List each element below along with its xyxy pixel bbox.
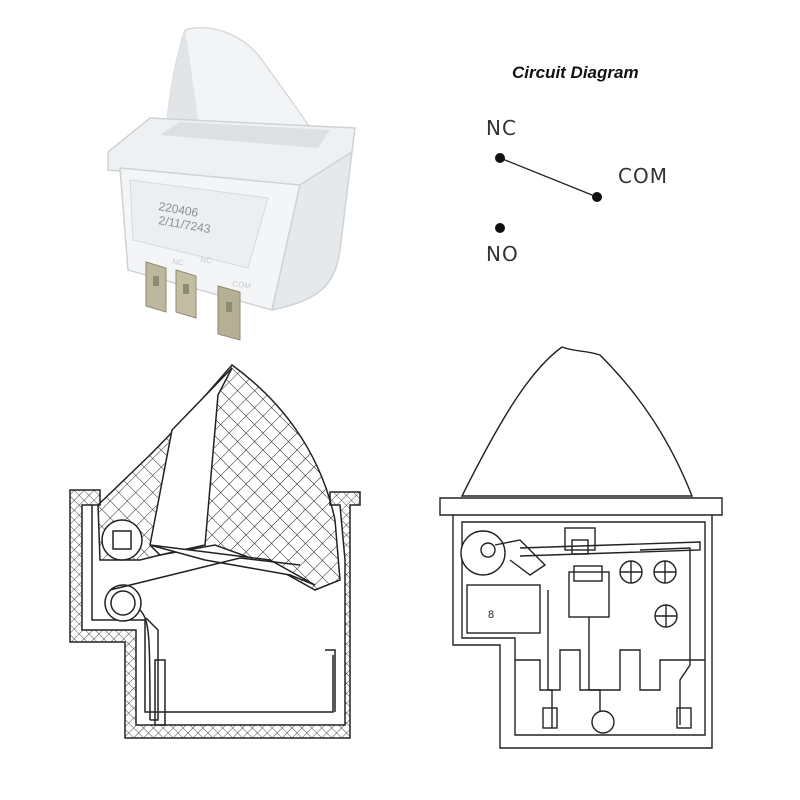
marking-line1: 220406 xyxy=(157,199,199,220)
spring-leg xyxy=(109,557,301,591)
terminal-dot-no xyxy=(495,223,505,233)
label-recess xyxy=(129,179,269,269)
front-right-blade xyxy=(639,547,691,725)
front-center-stem xyxy=(588,617,601,720)
front-contact-bar xyxy=(519,541,701,557)
front-actuator-dome xyxy=(460,346,694,497)
pin-com xyxy=(217,285,241,341)
terminal-label-com: COM xyxy=(618,164,668,188)
front-center-cap xyxy=(573,565,603,582)
front-pin-slot-left xyxy=(542,707,558,729)
front-body-inner xyxy=(461,521,706,736)
pin-slot-right xyxy=(325,649,336,712)
terminal-label-no: NO xyxy=(486,242,519,266)
lever-arm xyxy=(149,544,316,586)
part-number: 8 xyxy=(488,609,494,621)
front-contact-cap xyxy=(571,539,589,555)
switch-contact-arm xyxy=(499,157,598,198)
front-pivot-wheel xyxy=(460,530,506,576)
front-pin-ring xyxy=(591,710,615,734)
front-center-column xyxy=(568,571,610,618)
front-contact-block xyxy=(564,527,596,551)
pin-nc-left xyxy=(145,261,167,313)
housing-side xyxy=(271,150,353,311)
spring-tail xyxy=(139,609,151,721)
terminal-label-nc: NC xyxy=(486,116,517,140)
front-left-stem xyxy=(547,590,553,728)
pin-mark-1: NC xyxy=(172,257,185,268)
inner-wall-line xyxy=(91,505,334,713)
pivot-square xyxy=(112,530,132,550)
front-lever xyxy=(494,539,547,576)
front-socket-row xyxy=(515,649,705,691)
front-body-outline xyxy=(452,515,713,749)
pin-slot-left xyxy=(154,659,166,726)
terminal-dot-com xyxy=(592,192,602,202)
spring-coil-inner xyxy=(110,590,136,616)
pin-mark-3: COM xyxy=(232,279,252,291)
front-pivot-hub xyxy=(480,542,496,558)
contact-blade xyxy=(145,617,159,721)
part-number-panel xyxy=(466,584,541,634)
pin-mark-2: NC xyxy=(200,255,213,266)
front-pin-slot-right xyxy=(676,707,692,729)
circuit-title: Circuit Diagram xyxy=(512,63,639,82)
housing-wall xyxy=(69,489,361,739)
collar-opening xyxy=(160,122,330,148)
actuator-shade xyxy=(165,30,200,140)
terminal-dot-nc xyxy=(495,153,505,163)
terminal-pins xyxy=(145,261,241,341)
front-flange xyxy=(439,497,723,516)
